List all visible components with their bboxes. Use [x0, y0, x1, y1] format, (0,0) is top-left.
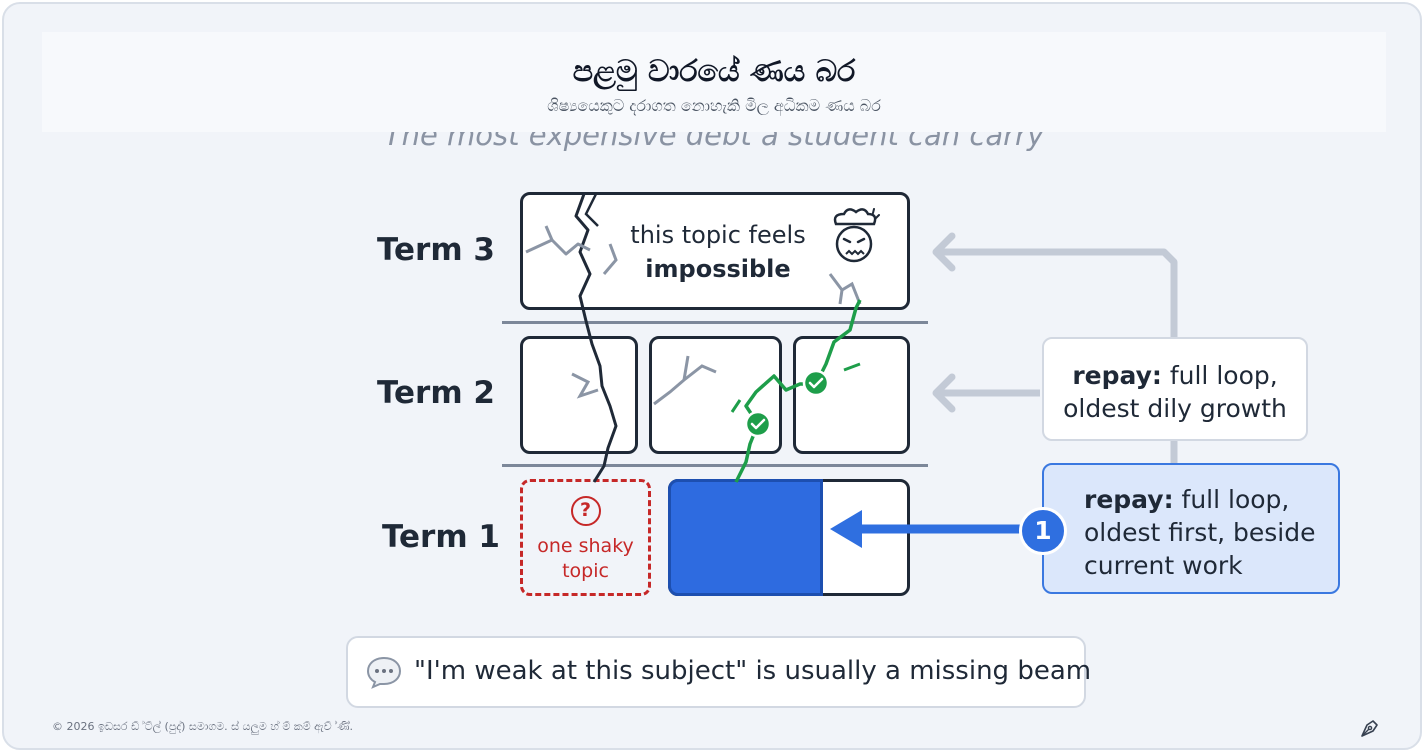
repay-main-line3: current work — [1084, 551, 1243, 580]
arrow-to-term3 — [938, 248, 1178, 337]
repay-upper-line2: oldest dily growth — [1063, 394, 1287, 423]
step-1-badge: 1 — [1019, 507, 1067, 555]
repay-main-label: repay: full loop, oldest first, beside c… — [1042, 463, 1340, 594]
missing-beam-fill — [668, 479, 823, 596]
term-2-block-right — [793, 336, 910, 454]
quote-text: "I'm weak at this subject" is usually a … — [414, 656, 1092, 686]
repay-upper-bold: repay: — [1072, 361, 1162, 390]
page-subtitle: ශිෂ්‍යයෙකුට දරාගත නොහැකි මිල අධිකම ණය බර — [547, 96, 881, 115]
term-1-label: Term 1 — [382, 519, 501, 555]
page-title: පළමු වාරයේ ණය බර — [572, 54, 856, 89]
repay-main-bold: repay: — [1084, 485, 1174, 514]
term-3-label: Term 3 — [377, 232, 496, 268]
stressed-face-icon — [833, 208, 880, 263]
pen-nib-icon — [1361, 720, 1378, 737]
term-divider-upper — [502, 321, 928, 324]
term-2-block-left — [520, 336, 638, 454]
shaky-line1: one shaky — [537, 535, 634, 557]
repay-upper-rest: full loop, — [1161, 361, 1278, 390]
title-banner: පළමු වාරයේ ණය බර ශිෂ්‍යයෙකුට දරාගත නොහැක… — [42, 32, 1386, 132]
term-3-line2: impossible — [645, 255, 791, 283]
term-3-line1: this topic feels — [630, 221, 806, 249]
term-3-block-text: this topic feels impossible — [588, 218, 848, 286]
repay-main-rest: full loop, — [1173, 485, 1290, 514]
term-divider-lower — [502, 464, 928, 467]
arrow-to-term3-head — [932, 232, 956, 272]
term-2-label: Term 2 — [377, 375, 496, 411]
speech-bubble-icon — [366, 656, 402, 689]
shaky-line2: topic — [562, 560, 609, 582]
term-2-block-middle — [649, 336, 782, 454]
arrow-to-term2-head — [932, 373, 956, 413]
footer-copyright: © 2026 ඉඩසර ඩ් ්ට්ල් (පුද්) සමාගම. ස් යල… — [52, 720, 353, 733]
question-icon: ? — [570, 496, 601, 526]
repay-main-line2: oldest first, beside — [1084, 518, 1316, 547]
feedback-arrows — [932, 232, 1178, 463]
quote-callout: "I'm weak at this subject" is usually a … — [346, 636, 1091, 708]
repay-upper-label: repay: full loop, oldest dily growth — [1042, 337, 1308, 441]
shaky-topic-block: ? one shaky topic — [520, 479, 651, 596]
